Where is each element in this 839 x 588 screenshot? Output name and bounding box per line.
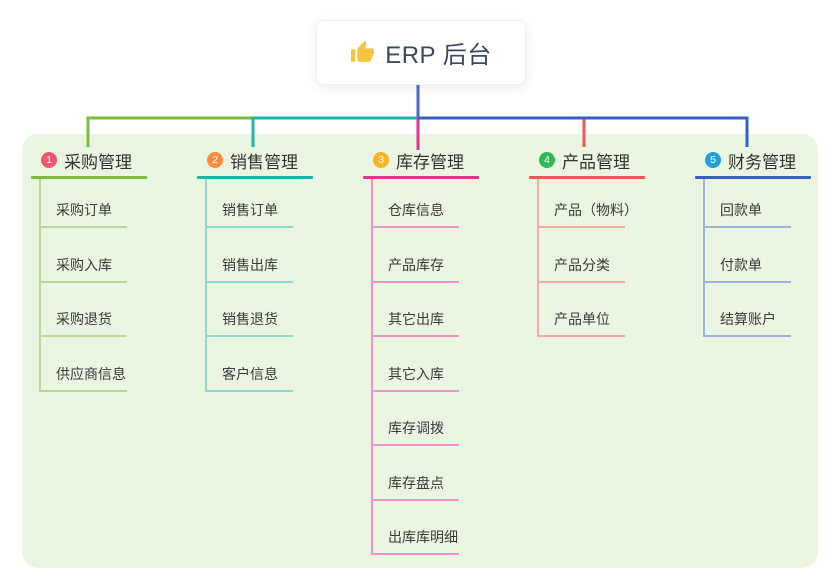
child-node-label: 销售出库 xyxy=(222,256,278,273)
child-node[interactable]: 销售退货 xyxy=(207,283,293,337)
branch-label: 采购管理 xyxy=(64,152,132,172)
branch-1: 1 采购管理采购订单采购入库采购退货供应商信息 xyxy=(31,150,151,392)
child-node[interactable]: 出库库明细 xyxy=(373,501,459,555)
branch-children: 采购订单采购入库采购退货供应商信息 xyxy=(39,179,151,392)
child-node-label: 采购入库 xyxy=(56,256,112,273)
branch-header-4[interactable]: 4 产品管理 xyxy=(539,150,649,172)
branch-header-5[interactable]: 5 财务管理 xyxy=(705,150,815,172)
child-node-label: 库存盘点 xyxy=(388,474,444,491)
child-node-label: 销售订单 xyxy=(222,202,278,218)
branch-children: 回款单付款单结算账户 xyxy=(703,179,815,337)
branch-children: 产品（物料） 产品分类产品单位 xyxy=(537,179,649,337)
child-node[interactable]: 采购退货 xyxy=(41,283,127,337)
branch-underline xyxy=(197,176,313,179)
child-node-label: 出库库明细 xyxy=(388,529,458,545)
branch-number-badge: 4 xyxy=(539,152,555,168)
branch-children: 销售订单销售出库销售退货客户信息 xyxy=(205,179,317,392)
root-node[interactable]: ERP 后台 xyxy=(316,20,526,85)
child-node-label: 产品库存 xyxy=(388,256,444,273)
branch-underline xyxy=(363,176,479,179)
child-node[interactable]: 回款单 xyxy=(705,179,791,228)
child-node-label: 回款单 xyxy=(720,202,762,218)
child-node[interactable]: 客户信息 xyxy=(207,337,293,392)
child-node-label: 客户信息 xyxy=(222,365,278,382)
branch-underline xyxy=(695,176,811,179)
child-node-label: 其它入库 xyxy=(388,365,444,382)
branch-label: 销售管理 xyxy=(230,152,298,172)
child-node[interactable]: 产品库存 xyxy=(373,228,459,283)
branch-2: 2 销售管理销售订单销售出库销售退货客户信息 xyxy=(197,150,317,392)
child-node-label: 供应商信息 xyxy=(56,365,126,382)
child-node[interactable]: 其它入库 xyxy=(373,337,459,392)
child-node[interactable]: 结算账户 xyxy=(705,283,791,337)
branch-5: 5 财务管理回款单付款单结算账户 xyxy=(695,150,815,337)
branch-4: 4 产品管理产品（物料） 产品分类产品单位 xyxy=(529,150,649,337)
child-node-label: 库存调拨 xyxy=(388,420,444,436)
child-node[interactable]: 销售出库 xyxy=(207,228,293,283)
child-node-label: 产品分类 xyxy=(554,256,610,273)
thumbs-up-icon xyxy=(350,40,375,65)
branch-number-badge: 5 xyxy=(705,152,721,168)
branch-label: 产品管理 xyxy=(562,152,630,172)
child-node[interactable]: 销售订单 xyxy=(207,179,293,228)
branch-number-badge: 1 xyxy=(41,152,57,168)
child-node-label: 销售退货 xyxy=(222,311,278,327)
child-node[interactable]: 产品（物料） xyxy=(539,179,638,228)
branch-header-2[interactable]: 2 销售管理 xyxy=(207,150,317,172)
child-node[interactable]: 产品分类 xyxy=(539,228,625,283)
branch-3: 3 库存管理仓库信息产品库存其它出库其它入库库存调拨库存盘点出库库明细 xyxy=(363,150,483,555)
branch-number-badge: 2 xyxy=(207,152,223,168)
child-node[interactable]: 其它出库 xyxy=(373,283,459,337)
branch-header-1[interactable]: 1 采购管理 xyxy=(41,150,151,172)
child-node-label: 结算账户 xyxy=(720,311,776,327)
child-node-label: 产品单位 xyxy=(554,311,610,327)
branch-number-badge: 3 xyxy=(373,152,389,168)
child-node[interactable]: 产品单位 xyxy=(539,283,625,337)
child-node[interactable]: 付款单 xyxy=(705,228,791,283)
branch-underline xyxy=(31,176,147,179)
branches-panel xyxy=(22,134,818,568)
child-node-label: 采购订单 xyxy=(56,202,112,218)
child-node[interactable]: 采购入库 xyxy=(41,228,127,283)
branch-header-3[interactable]: 3 库存管理 xyxy=(373,150,483,172)
child-node-label: 付款单 xyxy=(720,256,762,273)
root-node-label: ERP 后台 xyxy=(385,42,492,69)
child-node-label: 仓库信息 xyxy=(388,202,444,218)
child-node-label: 产品（物料） xyxy=(554,202,638,218)
branch-label: 财务管理 xyxy=(728,152,796,172)
child-node-label: 其它出库 xyxy=(388,311,444,327)
child-node-label: 采购退货 xyxy=(56,311,112,327)
child-node[interactable]: 仓库信息 xyxy=(373,179,459,228)
child-node[interactable]: 采购订单 xyxy=(41,179,127,228)
child-node[interactable]: 供应商信息 xyxy=(41,337,127,392)
branch-children: 仓库信息产品库存其它出库其它入库库存调拨库存盘点出库库明细 xyxy=(371,179,483,555)
branch-label: 库存管理 xyxy=(396,152,464,172)
child-node[interactable]: 库存盘点 xyxy=(373,446,459,501)
child-node[interactable]: 库存调拨 xyxy=(373,392,459,446)
branch-underline xyxy=(529,176,645,179)
